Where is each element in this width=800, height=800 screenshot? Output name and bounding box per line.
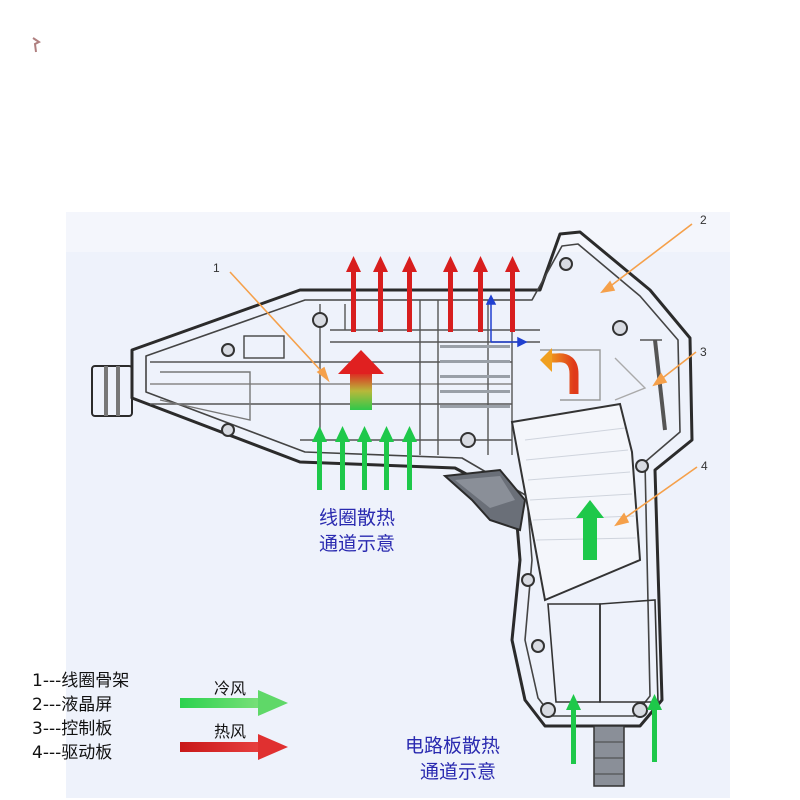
trigger-shadow — [455, 476, 515, 508]
cold-arrow — [357, 426, 372, 490]
cold-arrow — [402, 426, 417, 490]
legend-hot-air-label: 热风 — [214, 722, 246, 741]
circuit-caption-line1: 电路板散热 — [405, 735, 500, 757]
legend: 1---线圈骨架 2---液晶屏 3---控制板 4---驱动板 冷风 热风 — [32, 671, 288, 763]
legend-hot-arrow — [180, 734, 288, 760]
callout-2-number: 2 — [700, 213, 707, 227]
legend-cold-arrow — [180, 690, 288, 716]
cold-arrow — [566, 694, 581, 764]
legend-item-1: 1---线圈骨架 — [32, 671, 129, 691]
cold-arrow — [335, 426, 350, 490]
corner-mark — [32, 37, 41, 53]
callout-leaders — [229, 223, 698, 527]
legend-cold-air-label: 冷风 — [214, 679, 246, 698]
legend-item-2: 2---液晶屏 — [32, 695, 112, 715]
hot-arrow — [505, 256, 520, 332]
internal-structure — [150, 300, 667, 455]
cold-arrow — [647, 694, 662, 762]
hot-arrow — [402, 256, 417, 332]
callout-3-number: 3 — [700, 345, 707, 359]
cold-arrow — [379, 426, 394, 490]
hot-arrow — [373, 256, 388, 332]
coil-fins — [440, 345, 510, 408]
screws — [221, 257, 649, 718]
coil-caption-line1: 线圈散热 — [319, 507, 395, 529]
power-cable — [593, 725, 625, 787]
coil-cold-intake-arrows — [312, 426, 417, 490]
circuit-cold-intake-arrows — [566, 694, 662, 764]
coil-heating-arrow — [338, 350, 384, 410]
callout-4-number: 4 — [701, 459, 708, 473]
axis-marker — [485, 294, 528, 348]
circuit-caption-line2: 通道示意 — [420, 761, 496, 783]
curved-hot-arrow — [540, 348, 579, 394]
hot-arrow — [346, 256, 361, 332]
drive-board — [510, 402, 642, 602]
legend-item-3: 3---控制板 — [32, 719, 112, 739]
legend-item-4: 4---驱动板 — [32, 743, 112, 763]
drive-board-cold-arrow — [576, 500, 604, 560]
cold-arrow — [312, 426, 327, 490]
panel-shade — [66, 212, 730, 252]
hot-arrow — [443, 256, 458, 332]
hot-arrow — [473, 256, 488, 332]
hot-air-exhaust-arrows — [346, 256, 520, 332]
coil-caption-line2: 通道示意 — [319, 533, 395, 555]
callout-1-number: 1 — [213, 261, 220, 275]
